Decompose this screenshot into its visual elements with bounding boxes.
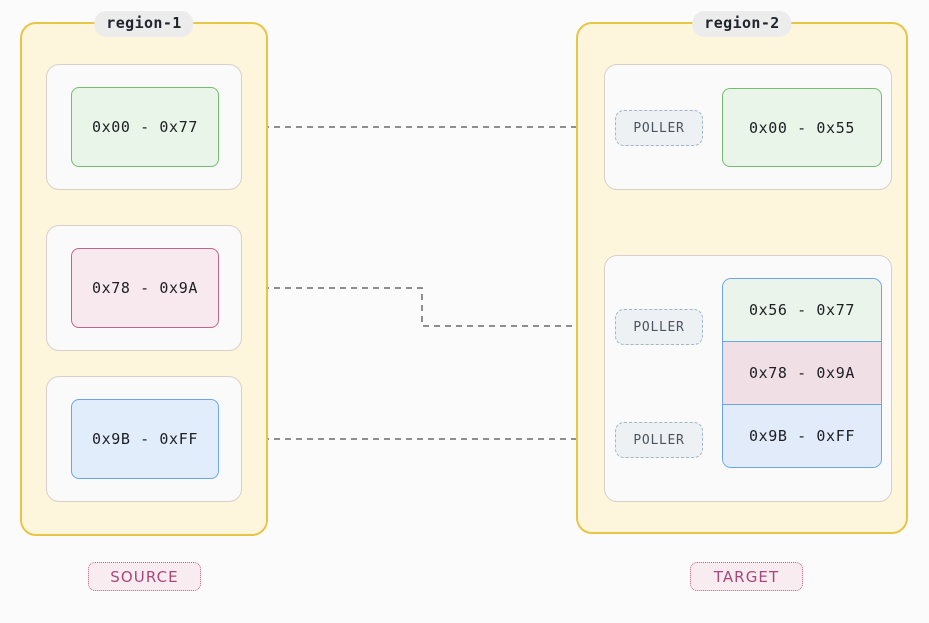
target-stack-seg-1[interactable]: 0x56 - 0x77 xyxy=(723,279,881,341)
target-stacked-block[interactable]: 0x56 - 0x77 0x78 - 0x9A 0x9B - 0xFF xyxy=(722,278,882,468)
poller-3-label: POLLER xyxy=(633,432,685,448)
source-block-2[interactable]: 0x78 - 0x9A xyxy=(71,248,219,328)
poller-2-label: POLLER xyxy=(633,319,685,335)
source-block-3[interactable]: 0x9B - 0xFF xyxy=(71,399,219,479)
target-caption-label: TARGET xyxy=(713,567,780,586)
poller-1-label: POLLER xyxy=(633,120,685,136)
region-2-label: region-2 xyxy=(692,11,792,37)
source-caption-label: SOURCE xyxy=(110,567,179,586)
poller-2[interactable]: POLLER xyxy=(615,309,703,345)
target-stack-seg-3-label: 0x9B - 0xFF xyxy=(749,427,855,445)
target-top-block[interactable]: 0x00 - 0x55 xyxy=(722,88,882,167)
target-stack-seg-3[interactable]: 0x9B - 0xFF xyxy=(723,405,881,467)
poller-1[interactable]: POLLER xyxy=(615,110,703,146)
edge-src-pink-to-poller-2 xyxy=(219,287,614,332)
target-stack-seg-2[interactable]: 0x78 - 0x9A xyxy=(723,341,881,405)
target-stack-seg-1-label: 0x56 - 0x77 xyxy=(749,301,855,319)
target-caption[interactable]: TARGET xyxy=(690,562,803,591)
source-block-2-label: 0x78 - 0x9A xyxy=(92,279,198,297)
target-stack-seg-2-label: 0x78 - 0x9A xyxy=(749,364,855,382)
source-block-1[interactable]: 0x00 - 0x77 xyxy=(71,87,219,167)
source-block-3-label: 0x9B - 0xFF xyxy=(92,430,198,448)
target-top-block-label: 0x00 - 0x55 xyxy=(749,118,855,137)
region-1-label: region-1 xyxy=(94,11,194,37)
poller-3[interactable]: POLLER xyxy=(615,422,703,458)
source-caption[interactable]: SOURCE xyxy=(88,562,201,591)
source-block-1-label: 0x00 - 0x77 xyxy=(92,118,198,136)
